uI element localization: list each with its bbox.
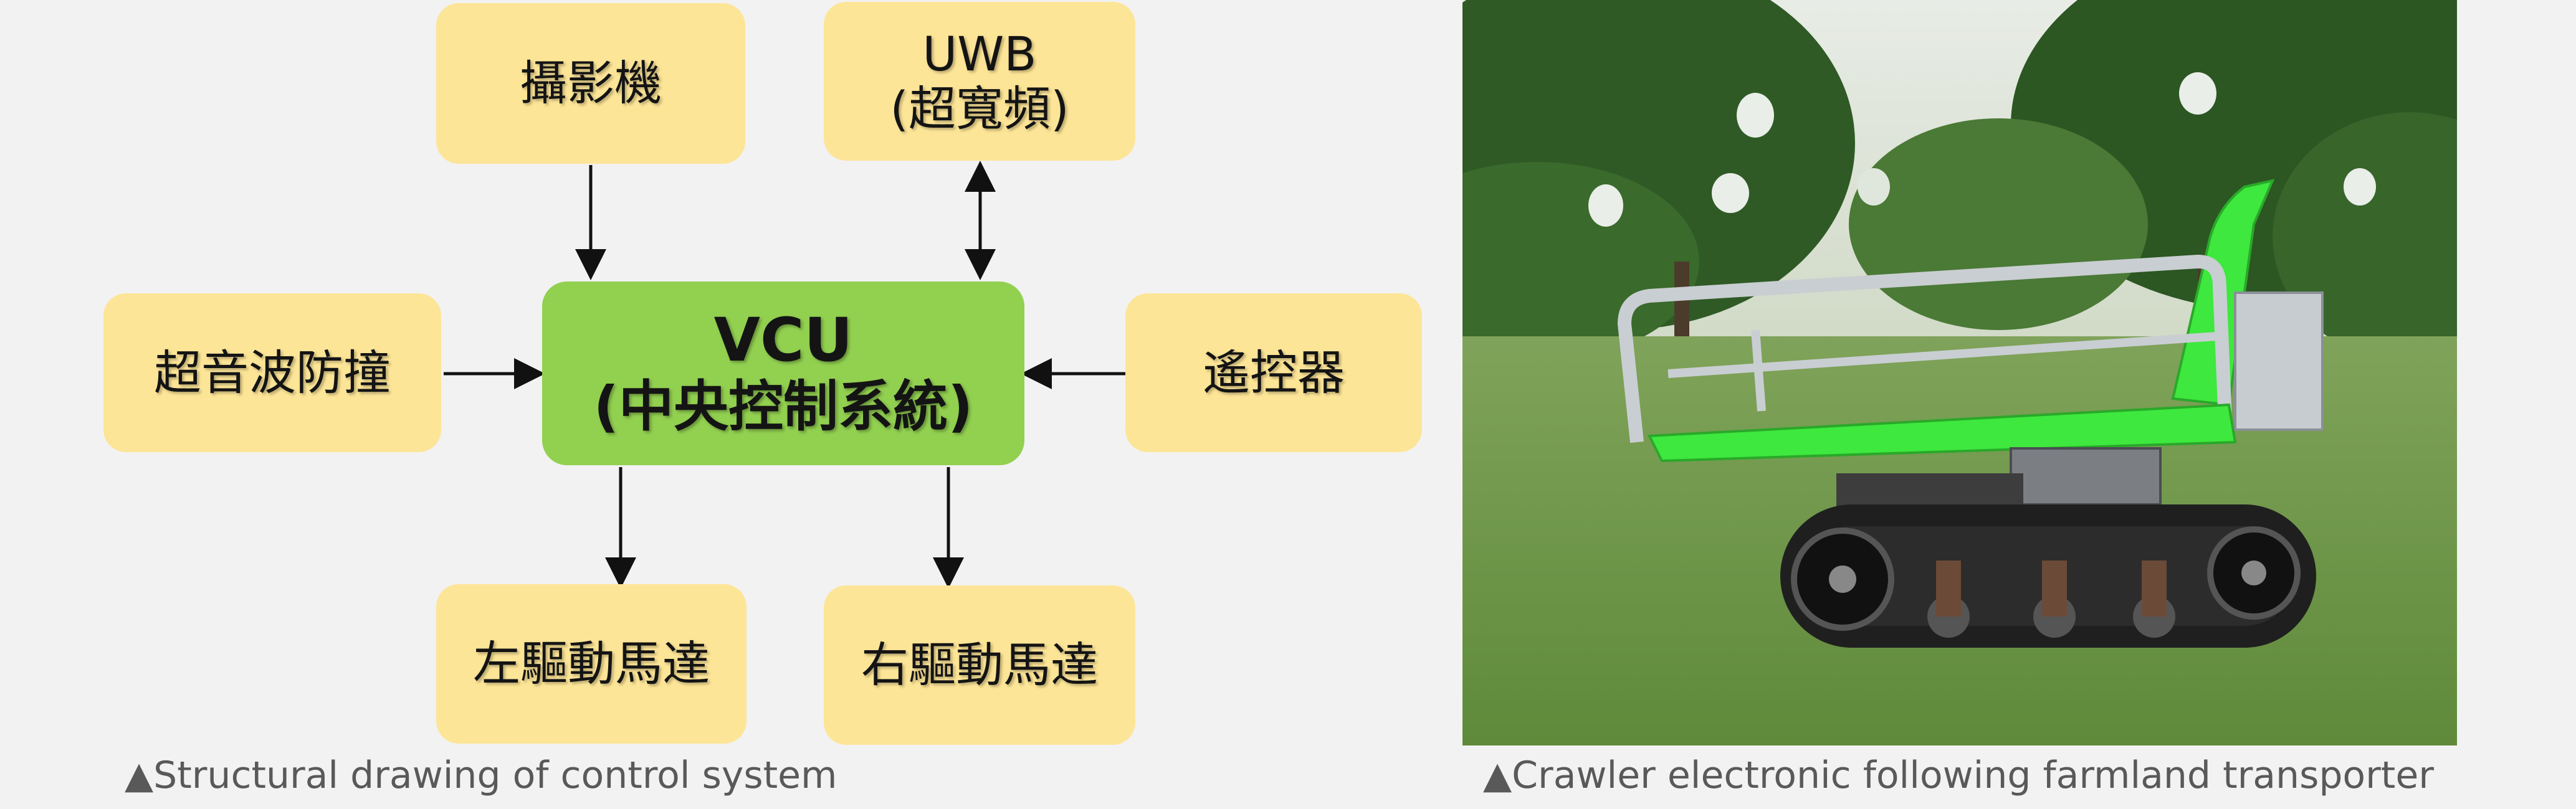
photo-caption: ▲Crawler electronic following farmland t…	[1483, 754, 2434, 797]
diagram-arrows	[444, 161, 1125, 589]
crawler-vehicle	[1617, 179, 2324, 648]
transporter-photo	[1462, 0, 2457, 745]
diagram-caption: ▲Structural drawing of control system	[125, 754, 837, 797]
camera-box: 攝影機	[436, 3, 745, 164]
orchard-trees	[1462, 0, 2457, 361]
cargo-deck	[1647, 403, 2237, 463]
left-drive-motor-box: 左驅動馬達	[436, 584, 747, 744]
vcu-subtitle: (中央控制系統)	[593, 374, 973, 438]
control-system-diagram: 攝影機 UWB (超寬頻) 超音波防撞 VCU (中央控制系統) 遙控器 左驅動…	[103, 2, 1422, 797]
remote-control-box: 遙控器	[1125, 293, 1422, 452]
ultrasonic-collision-box: 超音波防撞	[103, 293, 441, 452]
control-box	[2234, 291, 2324, 431]
uwb-box: UWB (超寬頻)	[824, 2, 1135, 161]
right-drive-motor-box: 右驅動馬達	[824, 585, 1135, 745]
motor	[2010, 447, 2162, 506]
transporter-illustration	[1462, 0, 2457, 745]
vcu-title: VCU	[713, 305, 853, 375]
vcu-box: VCU (中央控制系統)	[542, 281, 1024, 465]
